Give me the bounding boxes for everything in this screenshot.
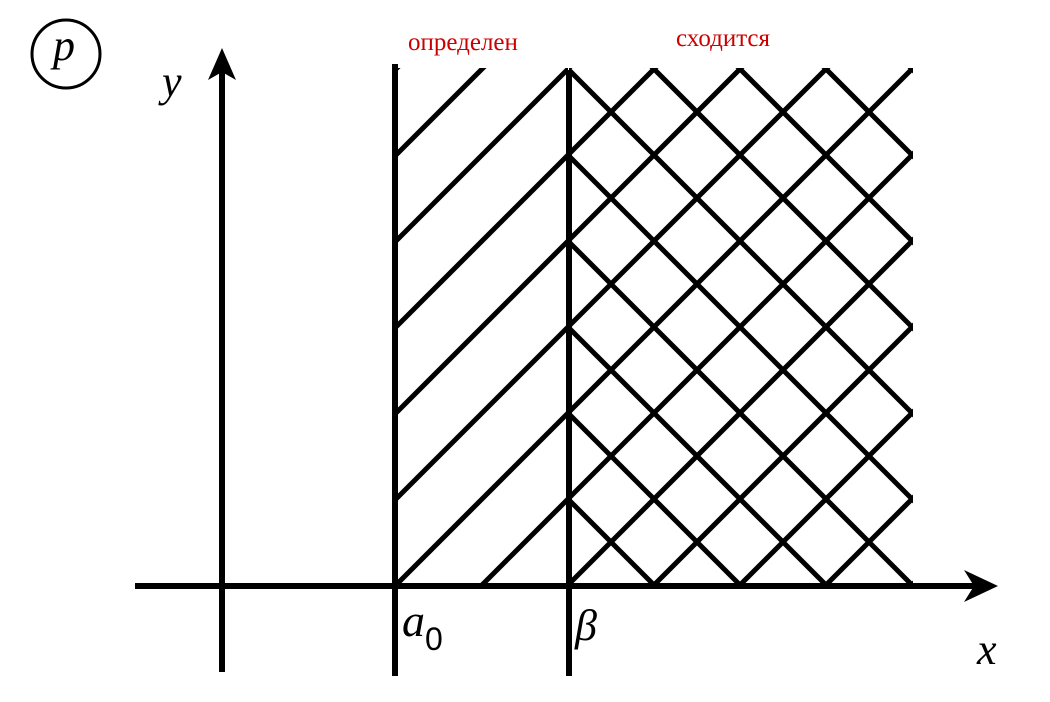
defined-region-hatching	[0, 0, 1050, 586]
hatch-line	[395, 68, 568, 246]
x-axis-arrowhead	[964, 570, 998, 602]
hatch-line	[395, 68, 401, 74]
hatch-line	[395, 323, 568, 504]
hatch-line	[997, 0, 1050, 586]
hatch-line	[569, 68, 831, 330]
hatch-line	[0, 0, 593, 586]
hatch-line	[569, 68, 745, 244]
hatch-line	[997, 0, 1050, 586]
crosshatch-line	[649, 68, 913, 332]
converges-region-hatching	[0, 0, 1050, 586]
x-axis-label: x	[977, 625, 997, 674]
hatch-line	[395, 409, 568, 586]
hatch-line	[395, 151, 568, 332]
hatch-line	[736, 408, 913, 586]
a-subscript: 0	[425, 621, 443, 657]
a-symbol: a	[402, 595, 425, 646]
crosshatch-line	[569, 152, 913, 504]
crosshatch-line	[569, 238, 913, 586]
hatch-line	[650, 322, 913, 586]
hatch-line	[0, 0, 593, 586]
crosshatch-line	[569, 324, 830, 586]
hatch-line	[569, 236, 913, 586]
crosshatch-line	[569, 410, 744, 586]
hatch-line	[911, 0, 1050, 586]
a0-label: a0	[402, 595, 443, 656]
converges-region-label: сходится	[676, 25, 771, 52]
y-axis-label: y	[162, 57, 182, 106]
crosshatch-line	[569, 496, 658, 586]
crosshatch-line	[907, 68, 913, 74]
hatch-line	[0, 0, 679, 586]
y-axis-arrowhead	[208, 48, 236, 80]
p-circle	[30, 18, 102, 90]
beta-label: β	[575, 601, 597, 650]
crosshatch-line	[735, 68, 913, 246]
hatch-line	[653, 0, 1050, 586]
hatch-line	[908, 580, 913, 586]
crosshatch-line	[569, 68, 913, 418]
p-label: p	[53, 21, 75, 70]
hatch-line	[569, 150, 913, 502]
hatch-line	[569, 68, 913, 416]
hatch-line	[569, 68, 659, 158]
defined-region-label: определен	[408, 29, 518, 56]
